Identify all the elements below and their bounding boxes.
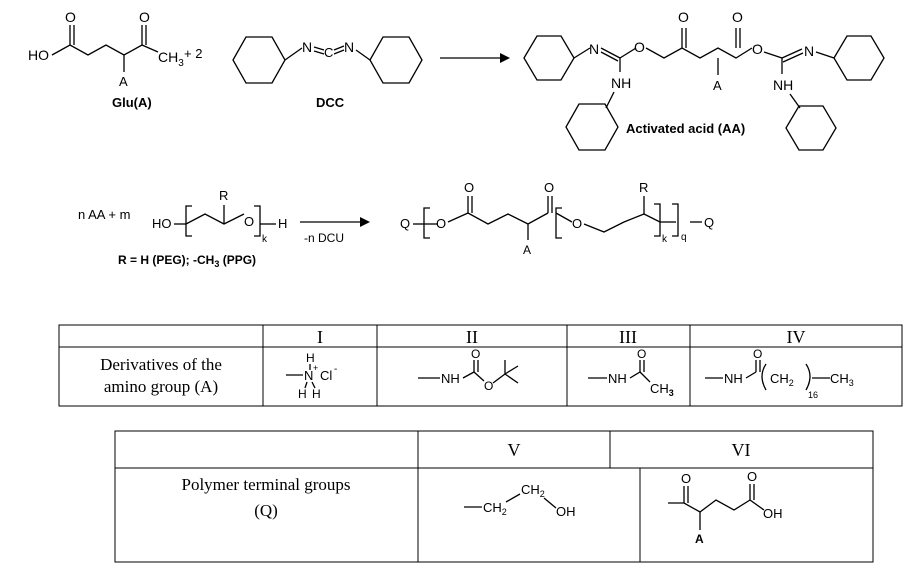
table-amino-derivatives: I II III IV Derivatives of the amino gro…	[58, 324, 903, 407]
aa-atom-o-3: O	[732, 9, 743, 25]
aa-label: Activated acid (AA)	[626, 121, 745, 136]
header-vi: VI	[732, 440, 751, 460]
header-iii: III	[619, 327, 637, 347]
svg-text:R = H (PEG); -CH3 (PPG): R = H (PEG); -CH3 (PPG)	[118, 253, 256, 269]
svg-text:H: H	[312, 387, 321, 401]
aa-atom-o-2: O	[678, 9, 689, 25]
activated-acid-structure: N O NH O O A O N NH Activated acid (AA)	[523, 9, 885, 151]
atom-a: A	[119, 74, 128, 89]
svg-text:O: O	[484, 379, 493, 393]
svg-text:O: O	[471, 347, 480, 361]
formula-ii: NH O O	[418, 347, 519, 393]
svg-text:O: O	[637, 347, 646, 361]
atom-o-1: O	[65, 9, 76, 25]
r2-atom-o-4: O	[544, 180, 554, 195]
svg-text:O: O	[753, 347, 762, 361]
plus-two: + 2	[184, 46, 202, 61]
r2-atom-r: R	[219, 188, 228, 203]
svg-text:16: 16	[808, 390, 818, 400]
arrow-1	[440, 53, 510, 63]
r2-sub-q: q	[681, 232, 687, 243]
formula-vi: O A O OH	[668, 469, 783, 546]
r2-sub-k-1: k	[262, 234, 268, 245]
r2-atom-ho: HO	[152, 216, 172, 231]
svg-text:O: O	[747, 469, 757, 484]
svg-text:A: A	[695, 532, 704, 546]
r2-atom-r-2: R	[639, 180, 648, 195]
r2-q-right: Q	[704, 215, 714, 230]
r2-atom-a: A	[523, 243, 531, 257]
aa-atom-n-1: N	[589, 41, 599, 57]
atom-n-2: N	[344, 39, 354, 55]
svg-text:-: -	[334, 364, 337, 375]
svg-text:OH: OH	[556, 504, 576, 519]
atom-ho: HO	[28, 47, 49, 63]
svg-text:CH3: CH3	[158, 49, 184, 69]
svg-text:NH: NH	[724, 371, 743, 386]
r2-atom-o-3: O	[464, 180, 474, 195]
svg-text:CH3: CH3	[830, 371, 854, 388]
reaction-2: n AA + m HO R O k H -n DCU R = H (PEG); …	[78, 180, 714, 269]
formula-iv: NH O CH2 16 CH3	[705, 347, 854, 400]
row-label-q-line1: Polymer terminal groups	[181, 475, 350, 494]
glu-label: Glu(A)	[112, 95, 152, 110]
condition: -n DCU	[304, 231, 344, 245]
svg-text:CH2: CH2	[770, 371, 794, 388]
svg-text:H: H	[306, 351, 315, 365]
atom-o-2: O	[139, 9, 150, 25]
aa-atom-o-4: O	[752, 41, 763, 57]
aa-atom-a: A	[713, 78, 722, 93]
header-i: I	[317, 327, 323, 347]
r2-atom-o: O	[244, 214, 254, 229]
formula-i: H N + Cl - H H	[286, 351, 337, 401]
lhs-text: n AA + m	[78, 207, 130, 222]
r2-sub-k-2: k	[662, 234, 668, 245]
svg-text:CH3: CH3	[650, 381, 674, 398]
atom-c: C	[324, 45, 333, 60]
aa-atom-o-1: O	[634, 39, 645, 55]
r2-atom-h: H	[278, 216, 287, 231]
dcc-label: DCC	[316, 95, 345, 110]
svg-text:NH: NH	[608, 371, 627, 386]
table-terminal-groups: V VI Polymer terminal groups (Q) CH2 CH2…	[114, 430, 874, 563]
dcc-structure: N C N DCC	[232, 36, 423, 110]
row-label-a-line1: Derivatives of the	[100, 355, 222, 374]
aa-atom-nh-2: NH	[773, 77, 793, 93]
atom-n-1: N	[302, 39, 312, 55]
svg-text:O: O	[681, 471, 691, 486]
header-v: V	[508, 440, 521, 460]
r2-atom-o-2: O	[436, 216, 446, 231]
svg-text:+: +	[313, 363, 318, 373]
svg-text:NH: NH	[441, 371, 460, 386]
glu-structure: HO O O A CH3 Glu(A)	[28, 9, 184, 110]
svg-text:Cl: Cl	[320, 368, 332, 383]
svg-text:H: H	[298, 387, 307, 401]
row-label-a-line2: amino group (A)	[104, 377, 218, 396]
header-iv: IV	[787, 327, 806, 347]
header-ii: II	[466, 327, 478, 347]
atom-ch3: CH	[158, 49, 178, 65]
svg-text:CH2: CH2	[483, 500, 507, 517]
aa-atom-nh-1: NH	[611, 75, 631, 91]
svg-text:CH2: CH2	[521, 482, 545, 499]
formula-iii: NH O CH3	[588, 347, 674, 398]
r2-atom-o-5: O	[572, 216, 582, 231]
svg-text:OH: OH	[763, 506, 783, 521]
svg-text:N: N	[304, 368, 313, 383]
formula-v: CH2 CH2 OH	[464, 482, 576, 519]
r2-q-left: Q	[400, 216, 410, 231]
r-definition: R = H (PEG); -CH	[118, 253, 214, 267]
aa-atom-n-2: N	[804, 43, 814, 59]
row-label-q-line2: (Q)	[254, 501, 278, 520]
